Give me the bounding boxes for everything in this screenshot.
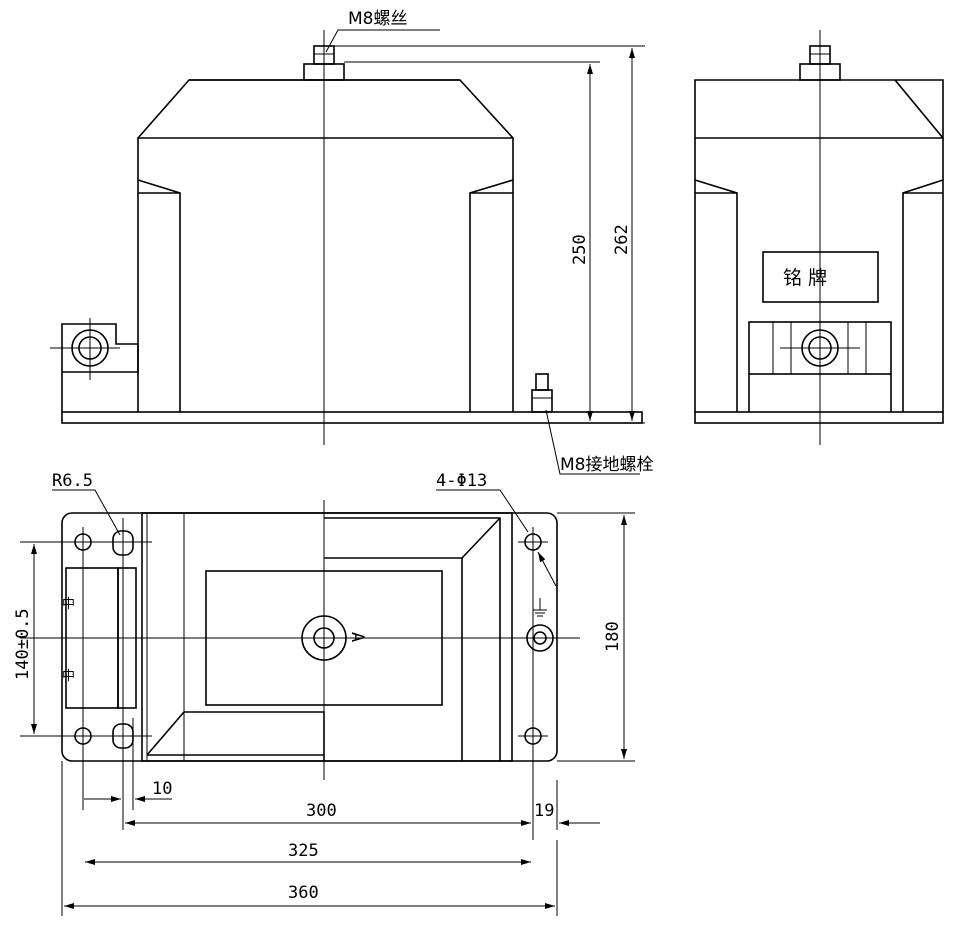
dim-300: 300 <box>306 801 337 821</box>
leader-4-phi13 <box>436 489 529 533</box>
front-top-taper <box>137 79 514 139</box>
dim-360: 360 <box>288 883 319 903</box>
label-ground-bolt: M8接地螺栓 <box>560 455 653 475</box>
top-view: A 中 中 R6. <box>13 471 635 916</box>
ground-bolt-head <box>535 373 549 391</box>
front-view: M8螺丝 M8接地螺栓 250 262 <box>50 9 653 475</box>
front-body-outline <box>137 137 514 412</box>
dim-10: 10 <box>152 779 172 799</box>
side-view: 铭 牌 <box>694 30 944 445</box>
label-m8-screw: M8螺丝 <box>348 9 407 29</box>
top-body-outline <box>141 512 513 762</box>
leader-m8-screw <box>325 29 440 53</box>
dim-140: 140±0.5 <box>13 608 33 680</box>
nameplate-label: 铭 牌 <box>783 267 827 289</box>
leader-r6-5 <box>52 489 121 536</box>
side-body-outline <box>694 79 944 412</box>
dim-180: 180 <box>603 621 623 652</box>
front-left-recess <box>137 179 181 412</box>
svg-text:中: 中 <box>62 669 75 684</box>
secondary-terminal-box <box>61 323 139 412</box>
dim-19: 19 <box>534 801 554 821</box>
dim-325: 325 <box>288 841 319 861</box>
front-right-recess <box>469 179 514 412</box>
side-base-plate <box>694 411 944 424</box>
terminal-a-label: A <box>347 632 367 642</box>
dim-262: 262 <box>612 224 632 255</box>
svg-text:中: 中 <box>62 597 75 612</box>
leader-ground-bolt <box>545 409 640 475</box>
ground-bolt-body <box>531 389 553 413</box>
dim-4-phi13: 4-Φ13 <box>436 471 487 491</box>
dim-250: 250 <box>570 234 590 265</box>
dim-r6-5: R6.5 <box>52 471 93 491</box>
ground-symbol-icon <box>533 598 547 617</box>
front-base-plate <box>61 411 643 424</box>
